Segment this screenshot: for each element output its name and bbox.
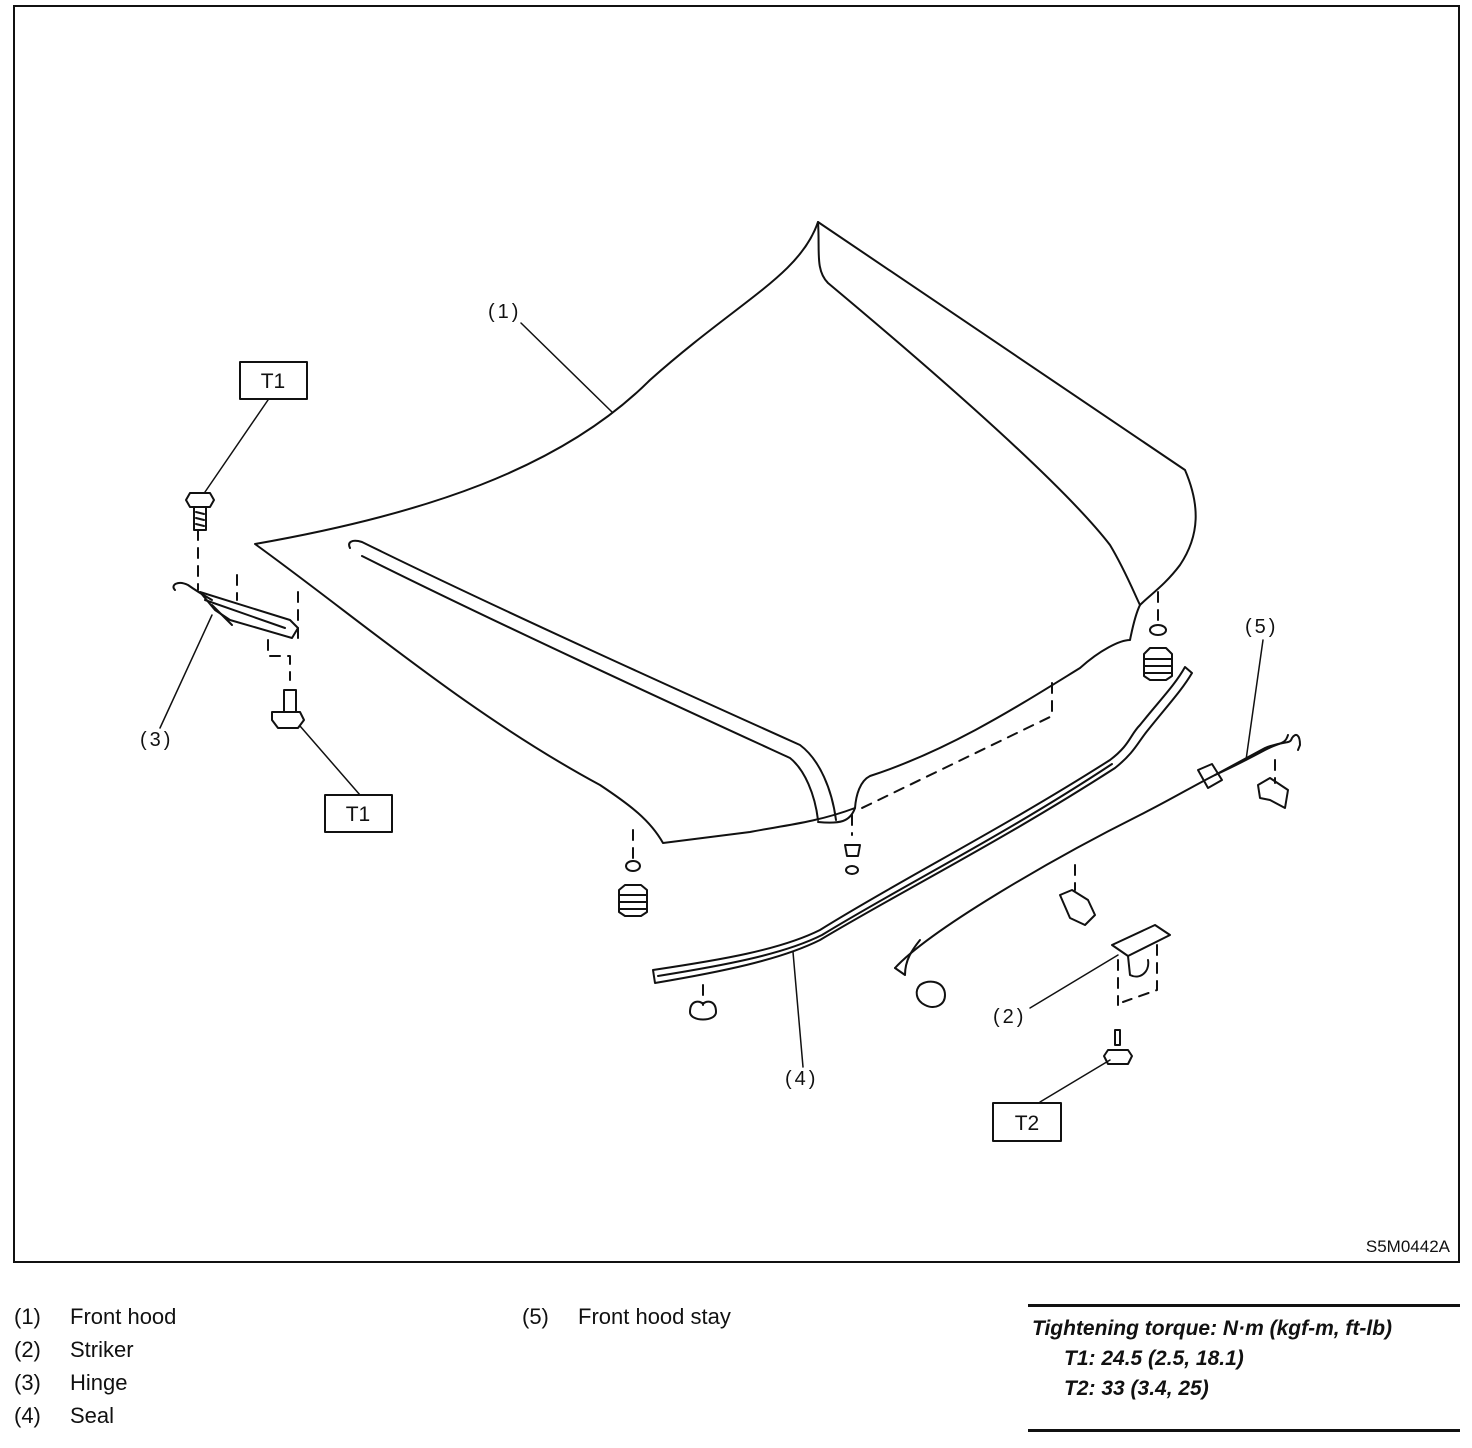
assembly-dashes: [197, 529, 1276, 1006]
hinge: [172, 581, 299, 639]
hood-bumpers: [618, 624, 1173, 917]
striker: [1103, 924, 1171, 1065]
svg-text:T1: T1: [346, 803, 371, 826]
figure-code: S5M0442A: [1365, 1237, 1450, 1256]
callout-2: (2): [993, 1006, 1026, 1028]
legend-item: (1) Front hood: [14, 1304, 177, 1329]
torque-t2: T2: 33 (3.4, 25): [1064, 1377, 1209, 1400]
hood-seal: [652, 666, 1193, 1021]
torque-heading: Tightening torque: N·m (kgf-m, ft-lb): [1032, 1317, 1393, 1340]
legend-item: (3) Hinge: [14, 1370, 128, 1395]
torque-box-t1-lower: T1: [324, 794, 393, 833]
torque-box-t1-upper: T1: [239, 361, 308, 400]
legend-item: (2) Striker: [14, 1337, 134, 1362]
callout-4: (4): [785, 1068, 818, 1090]
front-hood: [254, 221, 1197, 844]
callout-3: (3): [140, 729, 173, 751]
legend-right: (5) Front hood stay: [522, 1300, 731, 1333]
torque-spec-table: Tightening torque: N·m (kgf-m, ft-lb) T1…: [1028, 1304, 1460, 1432]
svg-text:T1: T1: [261, 370, 286, 393]
legend-left: (1) Front hood (2) Striker (3) Hinge (4)…: [14, 1300, 176, 1432]
torque-box-t2: T2: [992, 1102, 1062, 1142]
diagram-frame: [13, 5, 1460, 1263]
front-hood-stay: [894, 733, 1301, 1008]
legend-item: (4) Seal: [14, 1403, 115, 1428]
torque-t1: T1: 24.5 (2.5, 18.1): [1064, 1347, 1244, 1370]
callout-5: (5): [1245, 616, 1278, 638]
svg-text:T2: T2: [1015, 1112, 1040, 1135]
legend-item: (5) Front hood stay: [522, 1304, 731, 1329]
leader-lines: [159, 322, 1264, 1103]
callout-1: (1): [488, 301, 521, 323]
bolts: [185, 492, 305, 729]
